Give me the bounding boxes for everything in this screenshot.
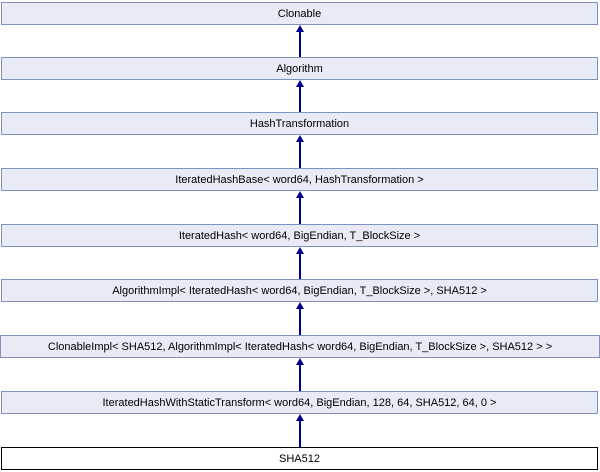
arrow-up-icon — [296, 358, 304, 365]
class-node-clonable[interactable]: Clonable — [1, 2, 598, 25]
arrow-line — [299, 140, 301, 168]
class-node-label: ClonableImpl< SHA512, AlgorithmImpl< Ite… — [47, 340, 553, 353]
class-node-label: HashTransformation — [249, 117, 350, 130]
class-node-iteratedhashbase[interactable]: IteratedHashBase< word64, HashTransforma… — [1, 168, 598, 191]
class-node-algorithmimpl[interactable]: AlgorithmImpl< IteratedHash< word64, Big… — [1, 279, 598, 302]
class-node-label: IteratedHashBase< word64, HashTransforma… — [175, 173, 424, 186]
class-node-label: SHA512 — [279, 452, 320, 465]
arrow-up-icon — [296, 414, 304, 421]
inheritance-arrow — [296, 247, 304, 279]
arrow-line — [299, 307, 301, 335]
inheritance-arrow — [296, 358, 304, 391]
arrow-up-icon — [296, 135, 304, 142]
class-node-iteratedhashwithstatictransform[interactable]: IteratedHashWithStaticTransform< word64,… — [1, 391, 598, 414]
arrow-up-icon — [296, 25, 304, 32]
arrow-line — [299, 85, 301, 112]
class-node-sha512: SHA512 — [1, 447, 598, 470]
arrow-up-icon — [296, 247, 304, 254]
arrow-line — [299, 419, 301, 447]
inheritance-arrow — [296, 25, 304, 57]
arrow-up-icon — [296, 191, 304, 198]
arrow-line — [299, 363, 301, 391]
class-node-iteratedhash[interactable]: IteratedHash< word64, BigEndian, T_Block… — [1, 224, 598, 247]
class-node-hashtransformation[interactable]: HashTransformation — [1, 112, 598, 135]
class-node-label: IteratedHashWithStaticTransform< word64,… — [102, 396, 497, 409]
class-node-label: AlgorithmImpl< IteratedHash< word64, Big… — [112, 284, 487, 297]
arrow-line — [299, 196, 301, 224]
inheritance-arrow — [296, 80, 304, 112]
arrow-line — [299, 30, 301, 57]
arrow-up-icon — [296, 80, 304, 87]
class-node-label: Algorithm — [276, 62, 323, 75]
class-node-algorithm[interactable]: Algorithm — [1, 57, 598, 80]
inheritance-arrow — [296, 135, 304, 168]
inheritance-arrow — [296, 414, 304, 447]
class-node-clonableimpl[interactable]: ClonableImpl< SHA512, AlgorithmImpl< Ite… — [0, 335, 600, 358]
inheritance-arrow — [296, 191, 304, 224]
class-node-label: Clonable — [277, 7, 322, 20]
inheritance-arrow — [296, 302, 304, 335]
arrow-line — [299, 252, 301, 279]
arrow-up-icon — [296, 302, 304, 309]
class-node-label: IteratedHash< word64, BigEndian, T_Block… — [178, 229, 421, 242]
